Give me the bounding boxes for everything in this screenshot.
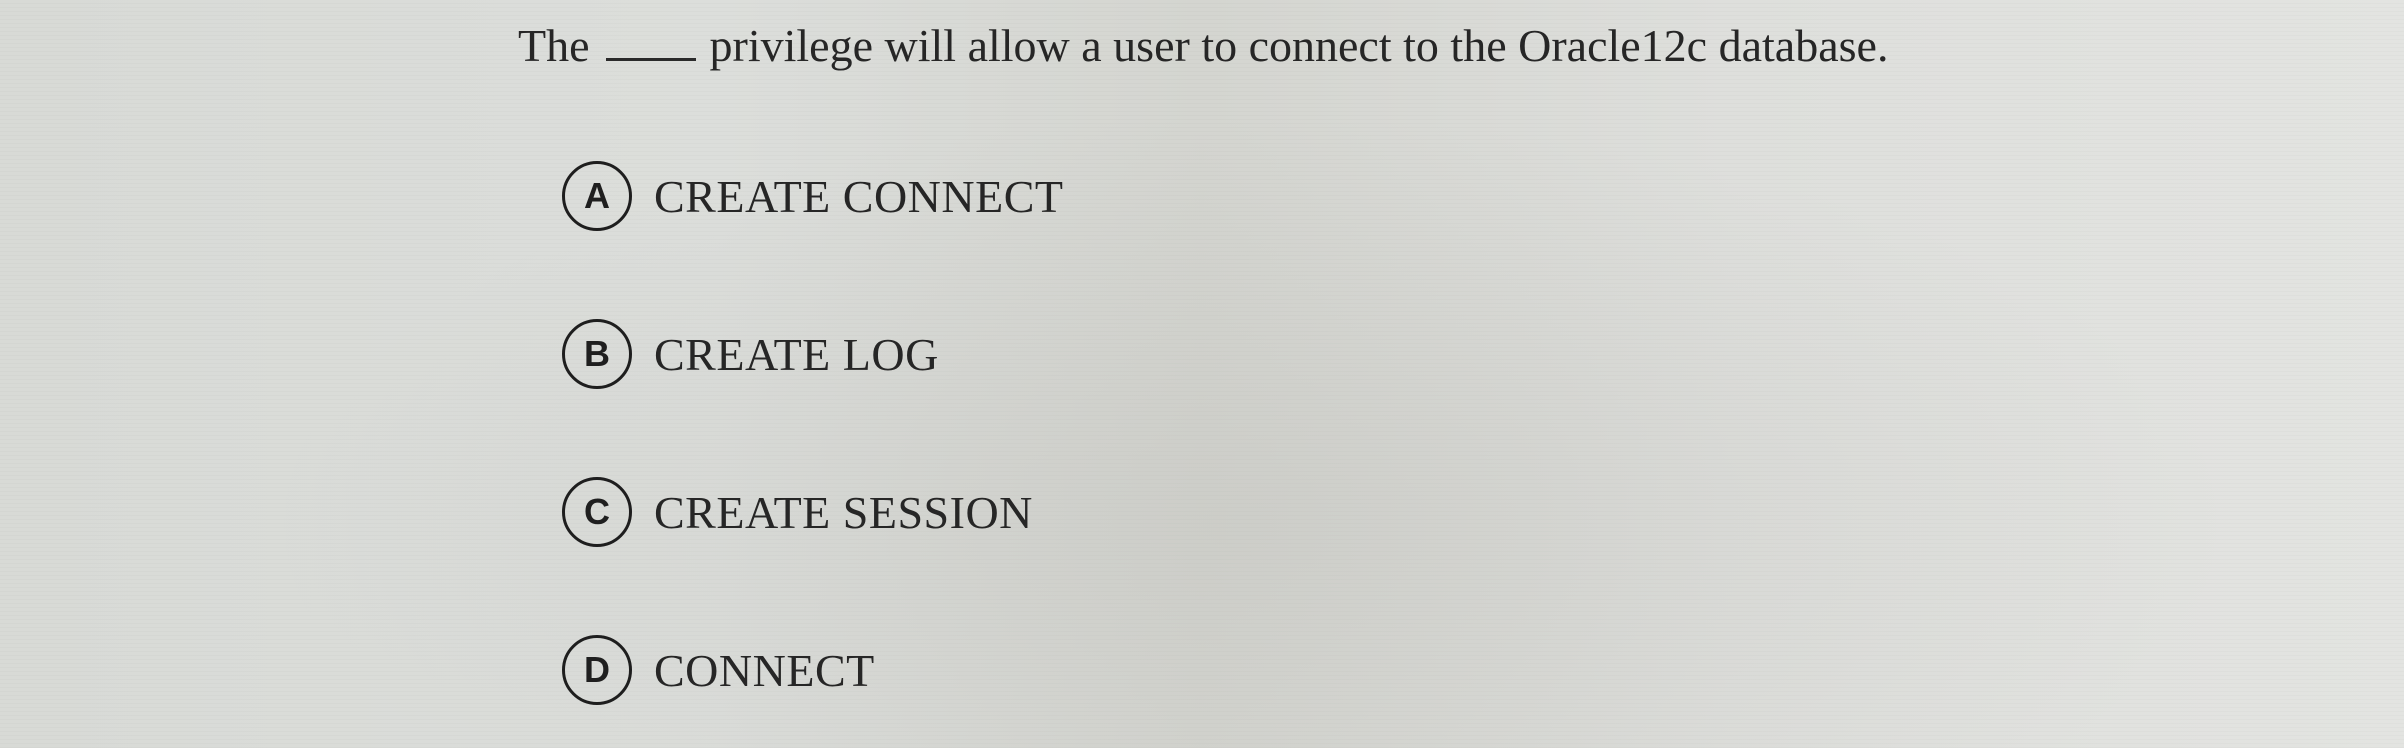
- option-c-text[interactable]: CREATE SESSION: [654, 486, 1033, 538]
- option-c-letter-circle[interactable]: C: [562, 477, 632, 547]
- question-prefix: The: [518, 20, 590, 71]
- option-b-text[interactable]: CREATE LOG: [654, 328, 939, 380]
- option-d-letter-circle[interactable]: D: [562, 635, 632, 705]
- option-a[interactable]: A CREATE CONNECT: [562, 152, 1462, 240]
- option-d[interactable]: D CONNECT: [562, 626, 1462, 714]
- option-b-letter-circle[interactable]: B: [562, 319, 632, 389]
- option-a-letter-circle[interactable]: A: [562, 161, 632, 231]
- question-text: The privilege will allow a user to connec…: [518, 14, 1888, 78]
- option-d-text[interactable]: CONNECT: [654, 644, 875, 696]
- answer-options: A CREATE CONNECT B CREATE LOG C CREATE S…: [562, 152, 1462, 714]
- question-suffix: privilege will allow a user to connect t…: [709, 20, 1889, 71]
- option-a-text[interactable]: CREATE CONNECT: [654, 170, 1064, 222]
- option-c[interactable]: C CREATE SESSION: [562, 468, 1462, 556]
- option-b[interactable]: B CREATE LOG: [562, 310, 1462, 398]
- answer-blank: [605, 18, 696, 61]
